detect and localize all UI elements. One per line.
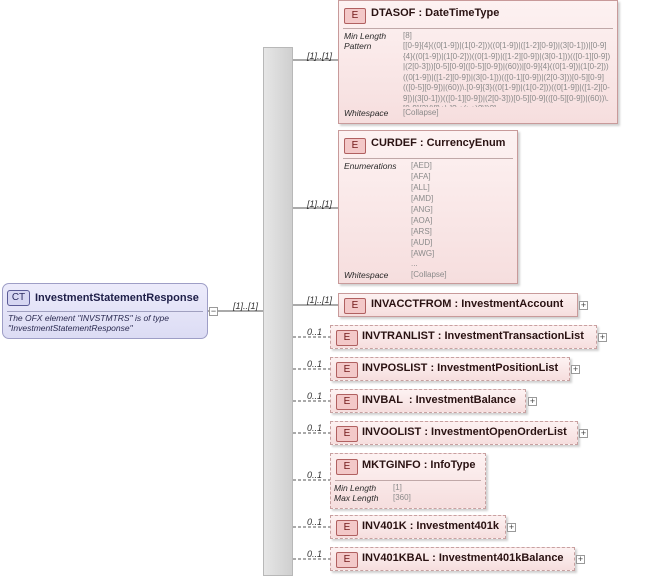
- whitespace-value: [Collapse]: [403, 108, 439, 117]
- enum-value: [ANG]: [411, 205, 433, 214]
- min-length-value: [1]: [393, 483, 402, 492]
- element-invacctfrom[interactable]: E INVACCTFROM : InvestmentAccount: [338, 293, 578, 317]
- enum-ellipsis: ...: [411, 259, 418, 268]
- whitespace-label: Whitespace: [344, 108, 389, 118]
- element-badge: E: [336, 459, 358, 475]
- element-badge: E: [336, 552, 358, 568]
- multiplicity-dtasof: [1]..[1]: [307, 51, 333, 61]
- enumerations-label: Enumerations: [344, 161, 397, 171]
- multiplicity-mktginfo: 0..1: [307, 470, 323, 480]
- enum-value: [AOA]: [411, 216, 433, 225]
- expand-icon[interactable]: +: [576, 554, 585, 564]
- min-length-label: Min Length: [334, 483, 377, 493]
- expand-icon[interactable]: +: [579, 300, 588, 310]
- multiplicity-inv401kbal: 0..1: [307, 549, 323, 559]
- element-dtasof[interactable]: E DTASOF : DateTimeType Min Length [8] P…: [338, 0, 618, 124]
- multiplicity-invoolist: 0..1: [307, 423, 323, 433]
- ct-multiplicity: [1]..[1]: [233, 301, 259, 311]
- element-name: INVOOLIST : InvestmentOpenOrderList: [362, 426, 567, 438]
- expand-icon[interactable]: +: [571, 364, 580, 374]
- max-length-label: Max Length: [334, 493, 379, 503]
- expand-icon[interactable]: +: [528, 396, 537, 406]
- element-name: CURDEF : CurrencyEnum: [371, 137, 506, 149]
- element-badge: E: [344, 8, 366, 24]
- pattern-value: [[0-9]{4}((0[1-9])|(1[0-2]))((0[1-9])|([…: [403, 41, 611, 107]
- ct-separator: [7, 311, 203, 312]
- expand-icon[interactable]: +: [598, 332, 607, 342]
- element-invtranlist[interactable]: E INVTRANLIST : InvestmentTransactionLis…: [330, 325, 597, 349]
- element-invposlist[interactable]: E INVPOSLIST : InvestmentPositionList: [330, 357, 570, 381]
- element-inv401k[interactable]: E INV401K : Investment401k: [330, 515, 506, 539]
- enum-value: [AWG]: [411, 249, 435, 258]
- whitespace-value: [Collapse]: [411, 270, 447, 279]
- element-invoolist[interactable]: E INVOOLIST : InvestmentOpenOrderList: [330, 421, 578, 445]
- enum-value: [AUD]: [411, 238, 433, 247]
- element-badge: E: [344, 298, 366, 314]
- multiplicity-invposlist: 0..1: [307, 359, 323, 369]
- element-curdef[interactable]: E CURDEF : CurrencyEnum Enumerations [AE…: [338, 130, 518, 284]
- element-name: DTASOF : DateTimeType: [371, 7, 500, 19]
- enum-value: [AFA]: [411, 172, 431, 181]
- element-name: INVBAL : InvestmentBalance: [362, 394, 516, 406]
- element-mktginfo[interactable]: E MKTGINFO : InfoType Min Length [1] Max…: [330, 453, 486, 509]
- multiplicity-invbal: 0..1: [307, 391, 323, 401]
- enum-value: [ALL]: [411, 183, 430, 192]
- element-name: MKTGINFO : InfoType: [362, 459, 476, 471]
- enum-value: [AMD]: [411, 194, 434, 203]
- element-name: INVPOSLIST : InvestmentPositionList: [362, 362, 559, 374]
- expand-icon[interactable]: +: [579, 428, 588, 438]
- element-badge: E: [336, 394, 358, 410]
- pattern-label: Pattern: [344, 41, 372, 51]
- ct-badge: CT: [7, 290, 30, 306]
- element-separator: [343, 28, 613, 29]
- element-badge: E: [336, 426, 358, 442]
- sequence-bar: [263, 47, 293, 576]
- element-badge: E: [336, 330, 358, 346]
- element-separator: [343, 158, 513, 159]
- multiplicity-curdef: [1]..[1]: [307, 199, 333, 209]
- element-name: INV401K : Investment401k: [362, 520, 499, 532]
- collapse-icon[interactable]: −: [209, 306, 218, 316]
- enum-value: [ARS]: [411, 227, 432, 236]
- element-badge: E: [336, 520, 358, 536]
- multiplicity-inv401k: 0..1: [307, 517, 323, 527]
- element-invbal[interactable]: E INVBAL : InvestmentBalance: [330, 389, 526, 413]
- multiplicity-invacctfrom: [1]..[1]: [307, 295, 333, 305]
- complex-type-box[interactable]: CT InvestmentStatementResponse The OFX e…: [2, 283, 208, 339]
- max-length-value: [360]: [393, 493, 411, 502]
- complex-type-name: InvestmentStatementResponse: [35, 292, 199, 304]
- element-inv401kbal[interactable]: E INV401KBAL : Investment401kBalance: [330, 547, 575, 571]
- element-separator: [335, 480, 481, 481]
- element-badge: E: [344, 138, 366, 154]
- element-badge: E: [336, 362, 358, 378]
- enum-value: [AED]: [411, 161, 432, 170]
- element-name: INVACCTFROM : InvestmentAccount: [371, 298, 564, 310]
- complex-type-description: The OFX element "INVSTMTRS" is of type "…: [8, 313, 169, 333]
- whitespace-label: Whitespace: [344, 270, 389, 280]
- multiplicity-invtranlist: 0..1: [307, 327, 323, 337]
- min-length-label: Min Length: [344, 31, 387, 41]
- element-name: INVTRANLIST : InvestmentTransactionList: [362, 330, 584, 342]
- expand-icon[interactable]: +: [507, 522, 516, 532]
- min-length-value: [8]: [403, 31, 412, 40]
- element-name: INV401KBAL : Investment401kBalance: [362, 552, 564, 564]
